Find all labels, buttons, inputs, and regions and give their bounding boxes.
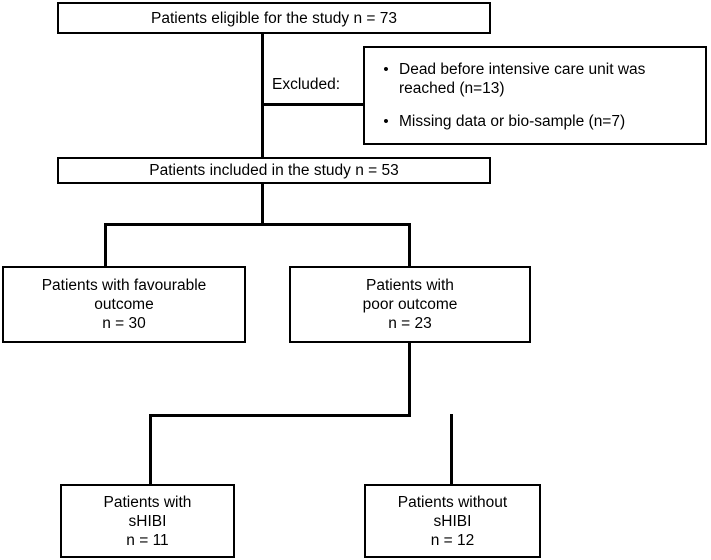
exclusion-bullet-2: • Missing data or bio-sample (n=7): [373, 112, 695, 131]
excluded-label: Excluded:: [270, 76, 343, 94]
node-patients-with-shibi-line2: sHIBI: [128, 512, 167, 530]
connector-drop-favourable: [104, 223, 107, 267]
connector-drop-no-shibi: [450, 414, 453, 485]
node-favourable-outcome-line2: outcome: [94, 296, 154, 313]
node-patients-included: Patients included in the study n = 53: [57, 157, 491, 184]
node-patients-without-shibi-line2: sHIBI: [433, 512, 472, 530]
node-patients-without-shibi-line1: Patients without: [397, 493, 508, 511]
exclusion-bullet-1-text: Dead before intensive care unit was reac…: [399, 61, 646, 97]
node-patients-eligible-label: Patients eligible for the study n = 73: [150, 9, 397, 27]
node-poor-outcome-count: n = 23: [388, 315, 432, 332]
node-patients-with-shibi: Patients with sHIBI n = 11: [60, 484, 235, 558]
node-exclusion-reasons: • Dead before intensive care unit was re…: [363, 46, 707, 145]
connector-included-stem: [261, 184, 264, 226]
connector-included-split-bar: [104, 223, 411, 226]
node-patients-with-shibi-count: n = 11: [126, 531, 169, 549]
connector-to-excluded-box: [261, 103, 365, 106]
exclusion-bullet-2-text: Missing data or bio-sample (n=7): [399, 113, 626, 130]
node-favourable-outcome-line1: Patients with favourable: [41, 277, 207, 294]
node-patients-included-label: Patients included in the study n = 53: [149, 162, 399, 179]
node-poor-outcome: Patients with poor outcome n = 23: [289, 266, 531, 343]
connector-drop-shibi: [149, 414, 152, 485]
connector-poor-outcome-stem: [408, 343, 411, 417]
bullet-dot-icon: •: [383, 61, 389, 78]
node-patients-with-shibi-line1: Patients with: [103, 493, 192, 511]
node-patients-without-shibi: Patients without sHIBI n = 12: [364, 484, 541, 558]
node-favourable-outcome: Patients with favourable outcome n = 30: [2, 266, 246, 343]
node-favourable-outcome-count: n = 30: [102, 315, 146, 332]
node-poor-outcome-line2: poor outcome: [362, 296, 458, 313]
connector-poor-outcome-split-bar: [149, 414, 411, 417]
exclusion-bullet-1: • Dead before intensive care unit was re…: [373, 60, 695, 98]
connector-drop-poor-outcome: [408, 223, 411, 267]
node-patients-without-shibi-count: n = 12: [430, 531, 475, 549]
node-poor-outcome-line1: Patients with: [366, 277, 454, 294]
connector-eligible-to-included: [261, 33, 264, 158]
node-patients-eligible: Patients eligible for the study n = 73: [57, 2, 491, 34]
bullet-dot-icon: •: [383, 113, 389, 130]
